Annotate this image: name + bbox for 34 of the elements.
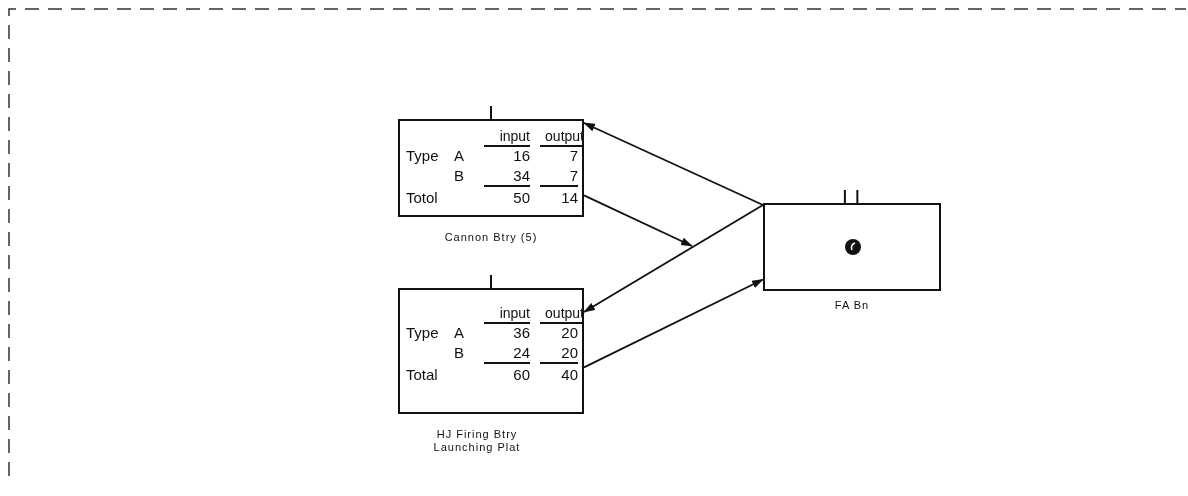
table-value: 40 xyxy=(560,366,578,384)
table-value: 24 xyxy=(484,344,530,364)
unit-table-box xyxy=(398,119,584,217)
column-header: input xyxy=(484,304,530,324)
row-label: Type xyxy=(406,324,439,342)
table-value: 50 xyxy=(512,189,530,207)
row-label: Type xyxy=(406,147,439,165)
unit-caption: HJ Firing Btry Launching Plat xyxy=(432,428,522,454)
arrow xyxy=(583,122,764,206)
table-value: 36 xyxy=(512,324,530,342)
row-label: Totol xyxy=(406,189,438,207)
table-value: 34 xyxy=(484,167,530,187)
arrow xyxy=(583,204,764,313)
column-header: output xyxy=(540,304,584,324)
arrow xyxy=(583,194,693,247)
row-sublabel: B xyxy=(454,344,464,362)
row-label: Total xyxy=(406,366,438,384)
column-header: input xyxy=(484,127,530,147)
table-value: 7 xyxy=(568,147,578,165)
arrow xyxy=(583,278,764,369)
table-value: 20 xyxy=(560,324,578,342)
unit-table-box xyxy=(398,288,584,414)
table-value: 14 xyxy=(560,189,578,207)
table-value: 16 xyxy=(512,147,530,165)
unit-box xyxy=(763,203,941,291)
row-sublabel: B xyxy=(454,167,464,185)
table-value: 20 xyxy=(540,344,578,364)
table-value: 60 xyxy=(512,366,530,384)
row-sublabel: A xyxy=(454,147,464,165)
unit-caption: Cannon Btry (5) xyxy=(443,231,539,244)
unit-caption: FA Bn xyxy=(833,299,871,312)
table-value: 7 xyxy=(540,167,578,187)
column-header: output xyxy=(540,127,584,147)
row-sublabel: A xyxy=(454,324,464,342)
